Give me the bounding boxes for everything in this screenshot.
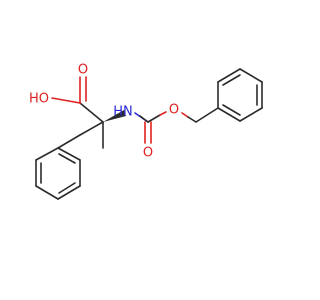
- label-carbamate-carbonyl-o: O: [143, 146, 153, 161]
- bond-ch2-phenyl: [57, 134, 81, 149]
- label-amine: HN: [113, 105, 133, 120]
- label-ester-o: O: [169, 103, 179, 118]
- structure-svg: HO O HN O O: [29, 63, 263, 200]
- label-acid-carbonyl-o: O: [78, 63, 88, 78]
- bond-calpha-ch2: [79, 121, 104, 136]
- bond-oester-ch2-b: [187, 116, 197, 123]
- bond-ccarbamate-oester-dark: [147, 114, 161, 123]
- phenyl-ring-upper: [217, 68, 263, 122]
- bond-calpha-ccooh: [79, 102, 104, 123]
- bond-calpha-n-wedge: [103, 110, 126, 122]
- label-hydroxyl: HO: [29, 92, 49, 107]
- bond-c-oh: [51, 97, 81, 104]
- phenyl-ring-lower: [35, 147, 81, 200]
- bond-ccarbamate-oester: [159, 111, 167, 116]
- bond-ch2-phenyl-upper: [195, 107, 219, 123]
- bond-ccarbamate-n-dark: [139, 115, 149, 123]
- bond-oester-ch2-a: [181, 112, 189, 118]
- molecule-diagram: HO O HN O O: [29, 63, 263, 200]
